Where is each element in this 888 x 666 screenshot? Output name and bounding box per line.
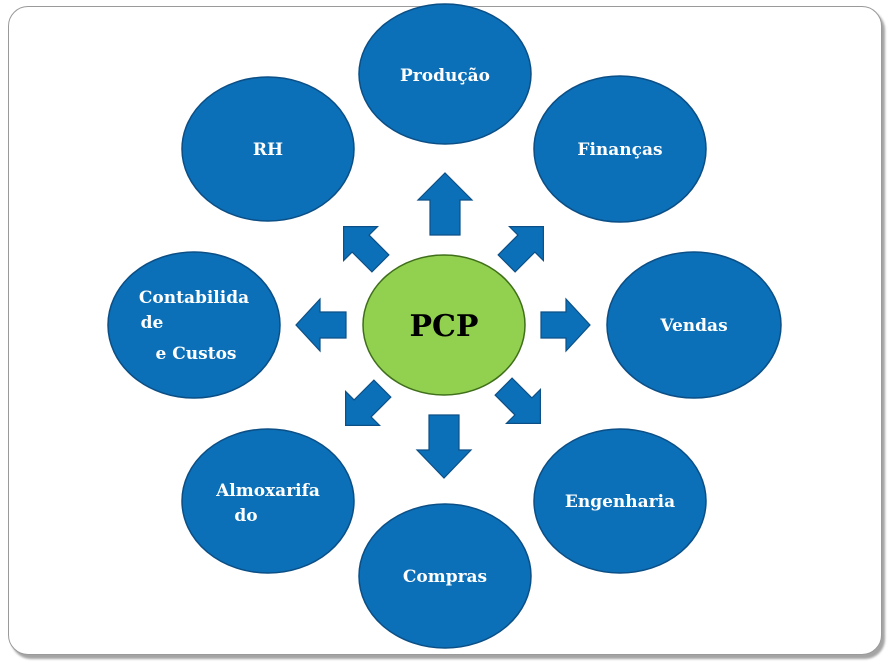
node-engenharia: Engenharia [533, 428, 707, 574]
arrow-up [416, 172, 474, 236]
node-contabilidade-label-line-3: e Custos [156, 344, 237, 364]
node-vendas-label-line-1: Vendas [659, 316, 727, 336]
center-label: PCP [410, 309, 479, 344]
arrow-down [415, 414, 473, 479]
node-producao-label-line-1: Produção [400, 66, 490, 86]
arrow-down-left [345, 379, 392, 426]
node-contabilidade-label-line-1: Contabilida [139, 288, 249, 308]
arrow-left [295, 297, 347, 353]
node-engenharia-label-line-1: Engenharia [565, 492, 675, 512]
arrow-up-right [497, 226, 544, 273]
node-almoxarifado: Almoxarifa do [181, 428, 355, 574]
node-contabilidade: Contabilida de e Custos [107, 251, 281, 399]
node-compras: Compras [358, 503, 532, 649]
node-financas-label-line-1: Finanças [577, 140, 662, 160]
node-financas: Finanças [533, 75, 707, 223]
node-almoxarifado-label-line-2: do [234, 506, 257, 526]
node-compras-label-line-1: Compras [403, 567, 487, 587]
node-producao: Produção [358, 3, 532, 145]
node-almoxarifado-label-line-1: Almoxarifa [215, 481, 320, 501]
node-rh-label-line-1: RH [253, 140, 283, 160]
node-rh: RH [181, 76, 355, 222]
arrow-up-left [343, 226, 390, 273]
node-vendas: Vendas [606, 251, 782, 399]
arrow-down-right [494, 377, 541, 424]
center-node-pcp: PCP [362, 254, 526, 396]
node-contabilidade-label-line-2: de [141, 313, 164, 333]
arrow-right [540, 297, 591, 353]
